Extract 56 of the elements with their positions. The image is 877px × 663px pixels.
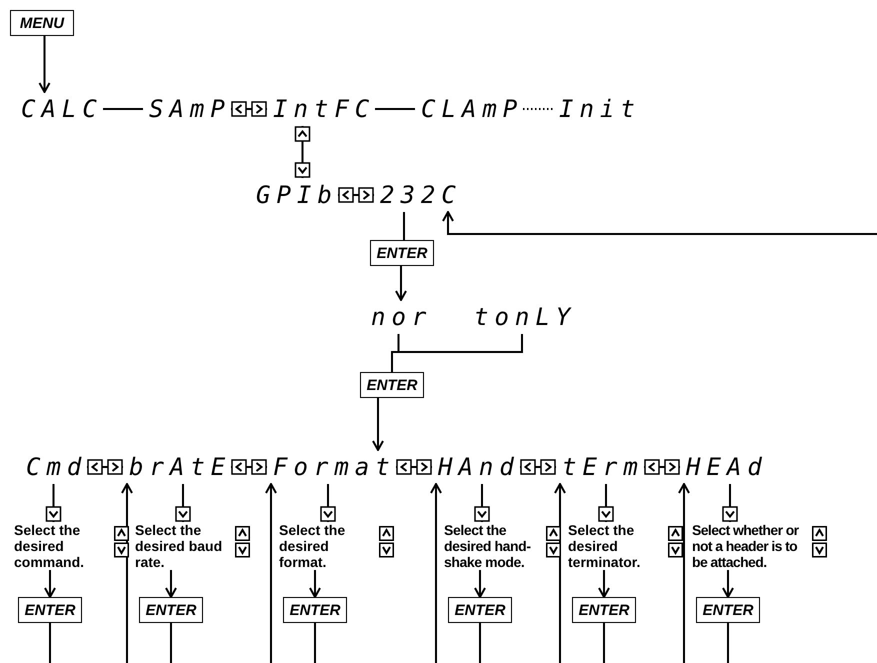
keypad-key: ENTER [370,240,434,266]
arrow [121,483,133,663]
display-readout: HEAd [680,450,768,484]
display-readout: SAmP [143,92,231,126]
arrow [474,570,486,598]
display-readout: IntFC [267,92,376,126]
connector-line [170,623,172,663]
connector-line [375,108,415,110]
connector-line [523,108,553,110]
arrow [430,483,442,663]
display-readout: HAnd [432,450,520,484]
keypad-key: ENTER [448,597,512,623]
display-readout: Format [267,450,396,484]
keypad-key: MENU [10,10,74,36]
arrow [44,570,56,598]
connector-line [103,108,143,110]
arrow [395,266,407,301]
keypad-key: ENTER [572,597,636,623]
arrow [309,570,321,598]
display-readout: tonLY [468,300,576,334]
instruction-text: Select the desired baud rate. [135,522,233,570]
keypad-key: ENTER [696,597,760,623]
arrow [38,36,50,93]
arrow [165,570,177,598]
instruction-text: Select whether or not a header is to be attached. [692,522,810,570]
connector-line [49,623,51,663]
instruction-text: Select the desired hand-shake mode. [444,522,544,570]
arrow [265,483,277,663]
arrow [722,570,734,598]
arrow [442,211,877,235]
instruction-text: Select the desired terminator. [568,522,666,570]
connector-line [391,334,523,372]
keypad-key: ENTER [360,372,424,398]
connector-line [479,623,481,663]
connector-line [403,212,405,240]
display-readout: CLAmP [415,92,524,126]
display-readout: 232C [374,178,462,212]
keypad-key: ENTER [283,597,347,623]
display-readout: Init [553,92,641,126]
keypad-key: ENTER [18,597,82,623]
connector-line [603,623,605,663]
display-readout: Cmd [20,450,88,484]
display-readout: CALC [15,92,103,126]
arrow [678,483,690,663]
arrow [598,570,610,598]
instruction-text: Select the desired format. [279,522,377,570]
display-readout: brAtE [123,450,232,484]
display-readout: nor [365,300,432,334]
keypad-key: ENTER [139,597,203,623]
connector-line [314,623,316,663]
instruction-text: Select the desired command. [14,522,112,570]
display-readout: tErm [556,450,644,484]
connector-line [727,623,729,663]
arrow [372,398,384,451]
arrow [554,483,566,663]
display-readout: GPIb [250,178,338,212]
